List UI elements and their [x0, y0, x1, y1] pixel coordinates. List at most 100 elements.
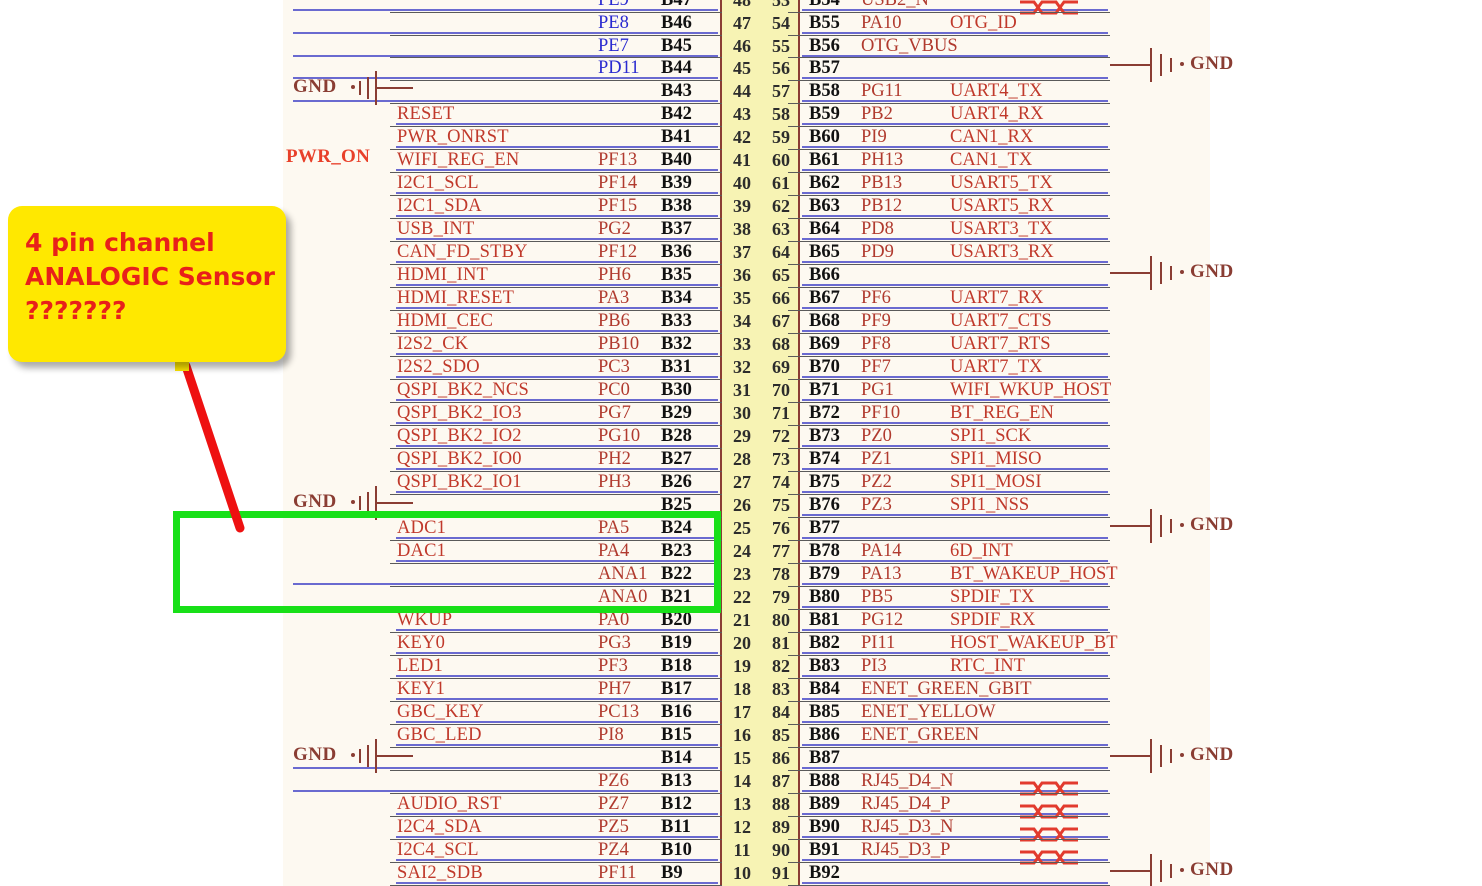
connector-pin-number-right: 58 — [772, 104, 790, 124]
left-pin-number: B35 — [661, 265, 692, 285]
right-net-label: SPI1_MOSI — [950, 472, 1042, 492]
callout-pointer-line — [181, 361, 245, 533]
right-pin-cell — [802, 839, 1110, 862]
right-pin-cell — [802, 494, 1110, 517]
right-net-label: OTG_ID — [950, 13, 1017, 33]
left-pin-cell — [390, 379, 722, 402]
right-pin-stub — [788, 448, 804, 449]
right-net-label: UART7_RX — [950, 288, 1044, 308]
right-pin-number: B72 — [809, 403, 840, 423]
left-net-label: AUDIO_RST — [397, 794, 502, 814]
right-net-label: CAN1_TX — [950, 150, 1033, 170]
connector-pin-number-left: 18 — [733, 679, 751, 699]
right-pin-cell — [802, 57, 1110, 80]
right-net-label: UART7_TX — [950, 357, 1043, 377]
right-port-label: PD8 — [861, 219, 894, 239]
left-pin-cell — [390, 310, 722, 333]
right-port-label: PD9 — [861, 242, 894, 262]
left-net-label: QSPI_BK2_NCS — [397, 380, 529, 400]
left-pin-number: B24 — [661, 518, 692, 538]
left-pin-number: B32 — [661, 334, 692, 354]
left-pin-number: B28 — [661, 426, 692, 446]
annotation-callout[interactable]: 4 pin channel ANALOGIC Sensor ??????? — [8, 206, 286, 362]
connector-pin-number-left: 47 — [733, 13, 751, 33]
left-pin-cell — [390, 724, 722, 747]
left-pin-number: B43 — [661, 81, 692, 101]
left-port-label: PH3 — [598, 472, 631, 492]
right-pin-cell — [802, 632, 1110, 655]
right-pin-number: B86 — [809, 725, 840, 745]
left-pin-cell — [390, 241, 722, 264]
connector-pin-number-right: 88 — [772, 794, 790, 814]
connector-pin-number-left: 16 — [733, 725, 751, 745]
right-pin-number: B78 — [809, 541, 840, 561]
right-net-label: CAN1_RX — [950, 127, 1034, 147]
left-pin-number: B38 — [661, 196, 692, 216]
connector-pin-number-left: 42 — [733, 127, 751, 147]
left-pin-number: B22 — [661, 564, 692, 584]
left-signal-wire — [396, 146, 718, 148]
left-pin-number: B34 — [661, 288, 692, 308]
right-pin-number: B71 — [809, 380, 840, 400]
right-pin-cell — [802, 425, 1110, 448]
left-net-label: I2C1_SCL — [397, 173, 479, 193]
right-port-label: PF7 — [861, 357, 891, 377]
right-pin-cell — [802, 724, 1110, 747]
left-port-label: PH7 — [598, 679, 631, 699]
right-net-label: USART5_RX — [950, 196, 1054, 216]
left-pin-cell — [390, 770, 722, 793]
right-pin-stub — [788, 379, 804, 380]
left-net-label: KEY1 — [397, 679, 446, 699]
left-pin-cell — [390, 35, 722, 58]
left-pin-cell — [390, 264, 722, 287]
left-pin-number: B36 — [661, 242, 692, 262]
ground-label: GND — [1190, 53, 1234, 74]
left-signal-wire — [293, 790, 718, 792]
right-pin-number: B82 — [809, 633, 840, 653]
right-net-label: UART7_CTS — [950, 311, 1052, 331]
left-net-label: I2S2_CK — [397, 334, 469, 354]
left-net-label: CAN_FD_STBY — [397, 242, 528, 262]
right-signal-wire — [802, 491, 1108, 493]
right-signal-wire — [802, 422, 1108, 424]
right-signal-wire — [802, 215, 1108, 217]
connector-pin-number-right: 73 — [772, 449, 790, 469]
connector-pin-number-left: 19 — [733, 656, 751, 676]
left-pin-number: B23 — [661, 541, 692, 561]
connector-pin-number-right: 87 — [772, 771, 790, 791]
right-signal-wire — [802, 77, 1108, 79]
right-signal-wire — [802, 445, 1108, 447]
right-signal-wire — [802, 330, 1108, 332]
right-pin-number: B61 — [809, 150, 840, 170]
connector-pin-number-right: 85 — [772, 725, 790, 745]
right-pin-cell — [802, 172, 1110, 195]
right-pin-cell — [802, 195, 1110, 218]
right-pin-stub — [788, 126, 804, 127]
right-signal-wire — [802, 123, 1108, 125]
ground-label: GND — [293, 744, 337, 765]
right-pin-stub — [788, 471, 804, 472]
connector-pin-number-right: 75 — [772, 495, 790, 515]
ground-symbol: GND — [1110, 506, 1270, 546]
connector-pin-number-left: 22 — [733, 587, 751, 607]
right-pin-stub — [788, 218, 804, 219]
right-port-label: PI9 — [861, 127, 887, 147]
right-signal-wire — [802, 537, 1108, 539]
connector-pin-number-left: 32 — [733, 357, 751, 377]
right-pin-cell — [802, 517, 1110, 540]
right-port-label: OTG_VBUS — [861, 36, 958, 56]
right-pin-stub — [788, 747, 804, 748]
ground-label: GND — [1190, 859, 1234, 880]
connector-pin-number-left: 31 — [733, 380, 751, 400]
left-port-label: PZ4 — [598, 840, 629, 860]
left-pin-number: B19 — [661, 633, 692, 653]
